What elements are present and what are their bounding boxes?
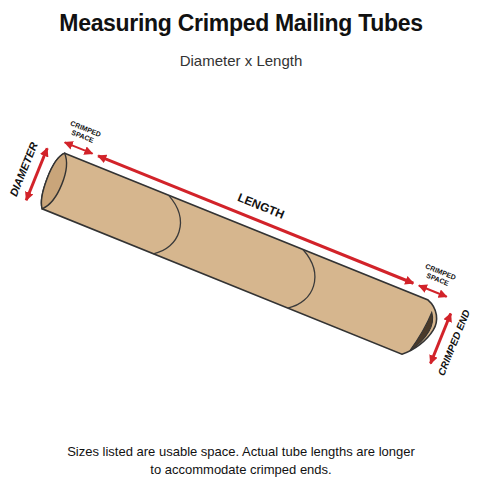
tube-body [36,151,443,362]
dimension-label: CRIMPED SPACE [63,118,104,147]
spiral-seam [280,249,324,313]
diagram-title: Measuring Crimped Mailing Tubes [0,10,482,37]
dimension-label: CRIMPED SPACE [418,262,459,291]
spiral-seam [146,195,190,259]
crimp-opening [410,310,436,355]
dimension-label: DIAMETER [7,140,40,198]
caption-note: Sizes listed are usable space. Actual tu… [66,443,416,479]
dimension-label: CRIMPED END [435,308,472,377]
dimension-label: LENGTH [235,191,286,222]
subtitle: Diameter x Length [180,52,303,69]
length-arrow [98,156,413,283]
crimped-space-arrow [65,142,93,153]
crimped-space-arrow [419,286,447,297]
tube-group [25,137,455,365]
